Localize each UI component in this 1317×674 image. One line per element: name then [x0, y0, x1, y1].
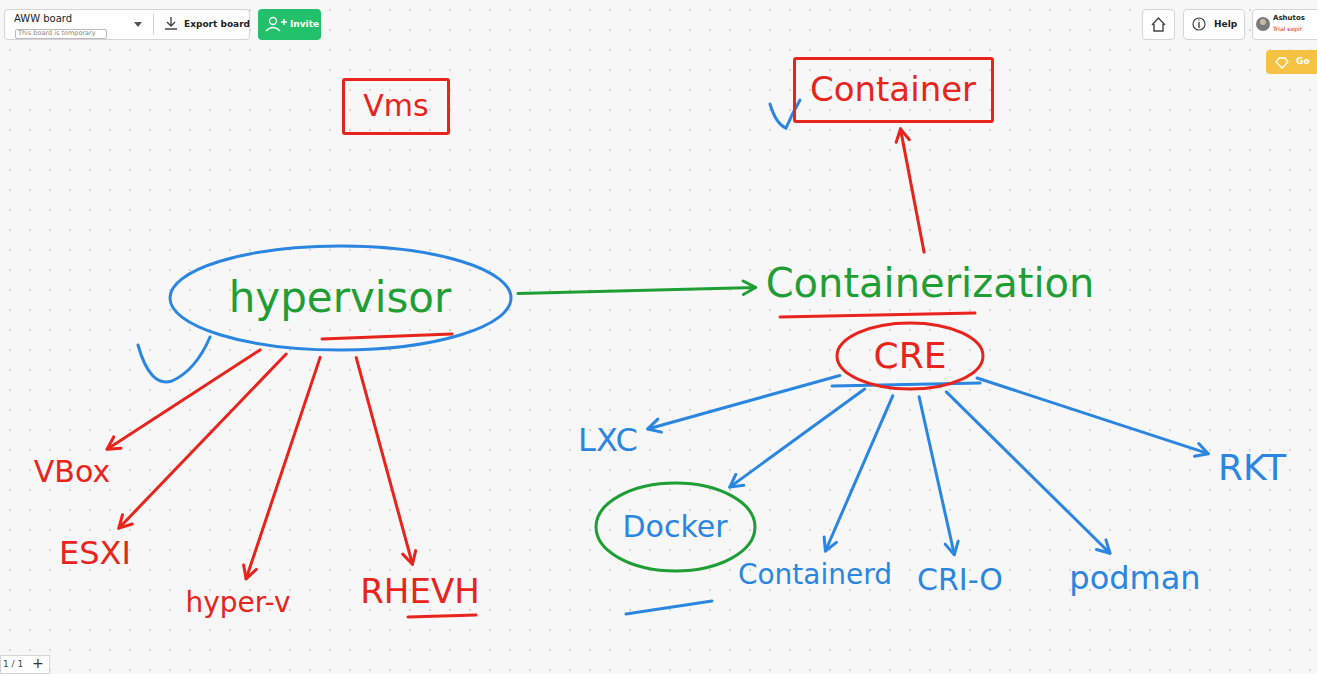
- arrow-connector: [946, 392, 1110, 553]
- arrow-connector: [824, 396, 893, 551]
- toolbar-divider: [153, 14, 154, 35]
- runtime-item: CRI-O: [913, 561, 1007, 600]
- node-text: RKT: [1218, 447, 1286, 488]
- docker-ellipse: Docker: [594, 481, 757, 573]
- upgrade-label: Go: [1296, 56, 1310, 66]
- hypervisor-ellipse: hypervisor: [168, 244, 513, 352]
- arrow-connector: [648, 376, 840, 433]
- node-text: podman: [1069, 560, 1200, 597]
- arrow-connector: [119, 354, 286, 528]
- board-name: AWW board: [14, 13, 72, 25]
- runtime-item: LXC: [574, 420, 642, 461]
- node-text: RHEVH: [360, 572, 480, 611]
- runtime-item: podman: [1065, 558, 1205, 599]
- node-text: Containerization: [766, 260, 1095, 306]
- node-text: hypervisor: [229, 274, 452, 322]
- user-name: Ashutos: [1273, 14, 1305, 22]
- arrow-connector: [896, 129, 924, 252]
- arrow-connector: [730, 389, 865, 487]
- vm-box: Vms: [342, 78, 450, 135]
- arrow-connector: [977, 378, 1208, 456]
- hypervisor-item: ESXI: [55, 533, 135, 574]
- runtime-item: RKT: [1214, 445, 1290, 491]
- page-counter: 1 / 1: [3, 659, 23, 669]
- export-label: Export board: [184, 19, 250, 29]
- arrow-connector: [244, 357, 321, 578]
- container-box: Container: [793, 57, 994, 123]
- arrow-connector: [919, 397, 958, 555]
- node-text: hyper-v: [186, 587, 291, 619]
- node-text: CRE: [874, 335, 947, 376]
- node-text: Docker: [622, 510, 727, 545]
- hypervisor-item: hyper-v: [182, 585, 295, 622]
- containerization-text: Containerization: [762, 258, 1099, 308]
- add-page-button: +: [32, 655, 44, 671]
- node-text: Vms: [363, 89, 428, 124]
- hypervisor-item: RHEVH: [356, 570, 484, 614]
- hypervisor-item: VBox: [30, 453, 115, 492]
- node-text: VBox: [34, 455, 110, 490]
- arrow-connector: [356, 358, 415, 565]
- node-text: CRI-O: [917, 563, 1003, 598]
- trial-note: Trial expir: [1273, 26, 1302, 33]
- arrow-connector: [107, 350, 260, 449]
- node-text: ESXI: [59, 535, 131, 572]
- home-button: [1142, 9, 1175, 40]
- node-text: Containerd: [738, 559, 892, 591]
- arrow-connector: [518, 281, 756, 294]
- node-text: LXC: [578, 422, 638, 459]
- invite-label: Invite: [290, 19, 319, 29]
- cre-ellipse: CRE: [835, 321, 985, 391]
- board-note: This board is temporary: [18, 30, 96, 37]
- help-label: Help: [1214, 19, 1237, 29]
- runtime-item: Containerd: [734, 557, 897, 594]
- node-text: Container: [810, 70, 976, 109]
